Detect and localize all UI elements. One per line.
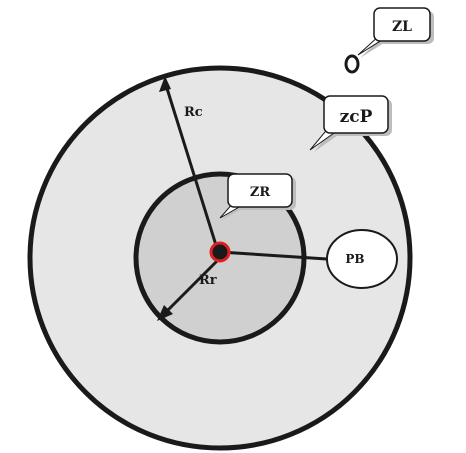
rr-label: Rr <box>199 273 217 288</box>
zl-callout: ZL <box>357 7 434 58</box>
pb-pointer-line <box>219 250 343 262</box>
zr-label: ZR <box>250 185 270 200</box>
radius-rc-line <box>159 76 222 259</box>
radius-rr-line <box>157 256 222 321</box>
station-marker <box>344 54 360 74</box>
zl-label: ZL <box>392 19 412 35</box>
zcp-label: zcP <box>340 107 373 127</box>
center-marker <box>209 241 231 263</box>
rc-label: Rc <box>184 105 203 120</box>
zr-callout: ZR <box>219 173 296 220</box>
pb-label: PB <box>345 252 364 266</box>
zcp-callout: zcP <box>309 95 392 152</box>
pb-callout: PB <box>326 229 398 289</box>
